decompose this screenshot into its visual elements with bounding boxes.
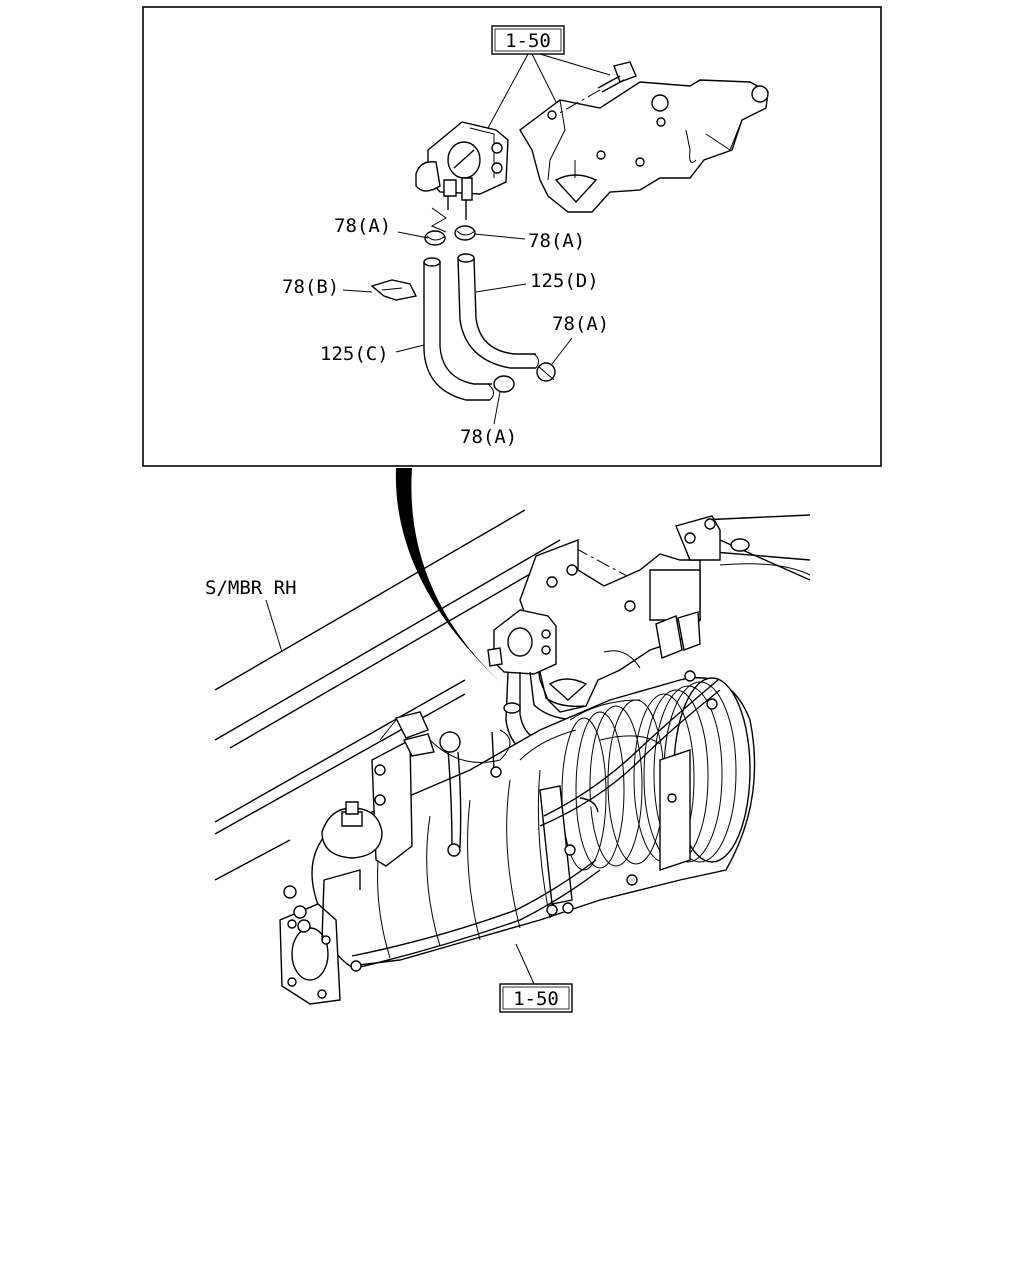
pressure-sensor-detail <box>415 121 509 233</box>
clip-78a-upper <box>424 225 476 246</box>
hose-125c <box>423 257 494 401</box>
callout-clip-78a-1: 78(A) <box>334 215 391 237</box>
hose-125d <box>457 253 540 369</box>
bolt-detail <box>555 61 637 116</box>
side-support-bracket <box>321 738 413 941</box>
ref-box-bottom: 1-50 <box>499 943 573 1013</box>
mounting-bracket-main <box>519 515 721 713</box>
pressure-sensor-main <box>487 609 557 675</box>
callout-hose-125c: 125(C) <box>320 343 389 365</box>
ref-box-top: 1-50 <box>487 25 611 129</box>
mounting-bracket-detail <box>519 79 769 213</box>
sensor-pipes <box>350 679 721 972</box>
inlet-flange <box>279 885 341 1005</box>
detail-inset-frame <box>142 6 882 467</box>
ref-label-top: 1-50 <box>505 30 551 52</box>
callout-clip-78b: 78(B) <box>282 276 339 298</box>
frame-label: S/MBR RH <box>205 577 297 599</box>
clip-78b <box>370 279 418 301</box>
callout-clip-78a-3: 78(A) <box>552 313 609 335</box>
detail-pointer-arrow <box>395 468 500 682</box>
ref-label-bottom: 1-50 <box>513 988 559 1010</box>
callout-clip-78a-2: 78(A) <box>528 230 585 252</box>
clip-78a-lower <box>493 362 556 393</box>
callout-hose-125d: 125(D) <box>530 270 599 292</box>
inset-leaders <box>342 231 573 425</box>
harness-connectors <box>379 711 461 757</box>
callout-clip-78a-4: 78(A) <box>460 426 517 448</box>
